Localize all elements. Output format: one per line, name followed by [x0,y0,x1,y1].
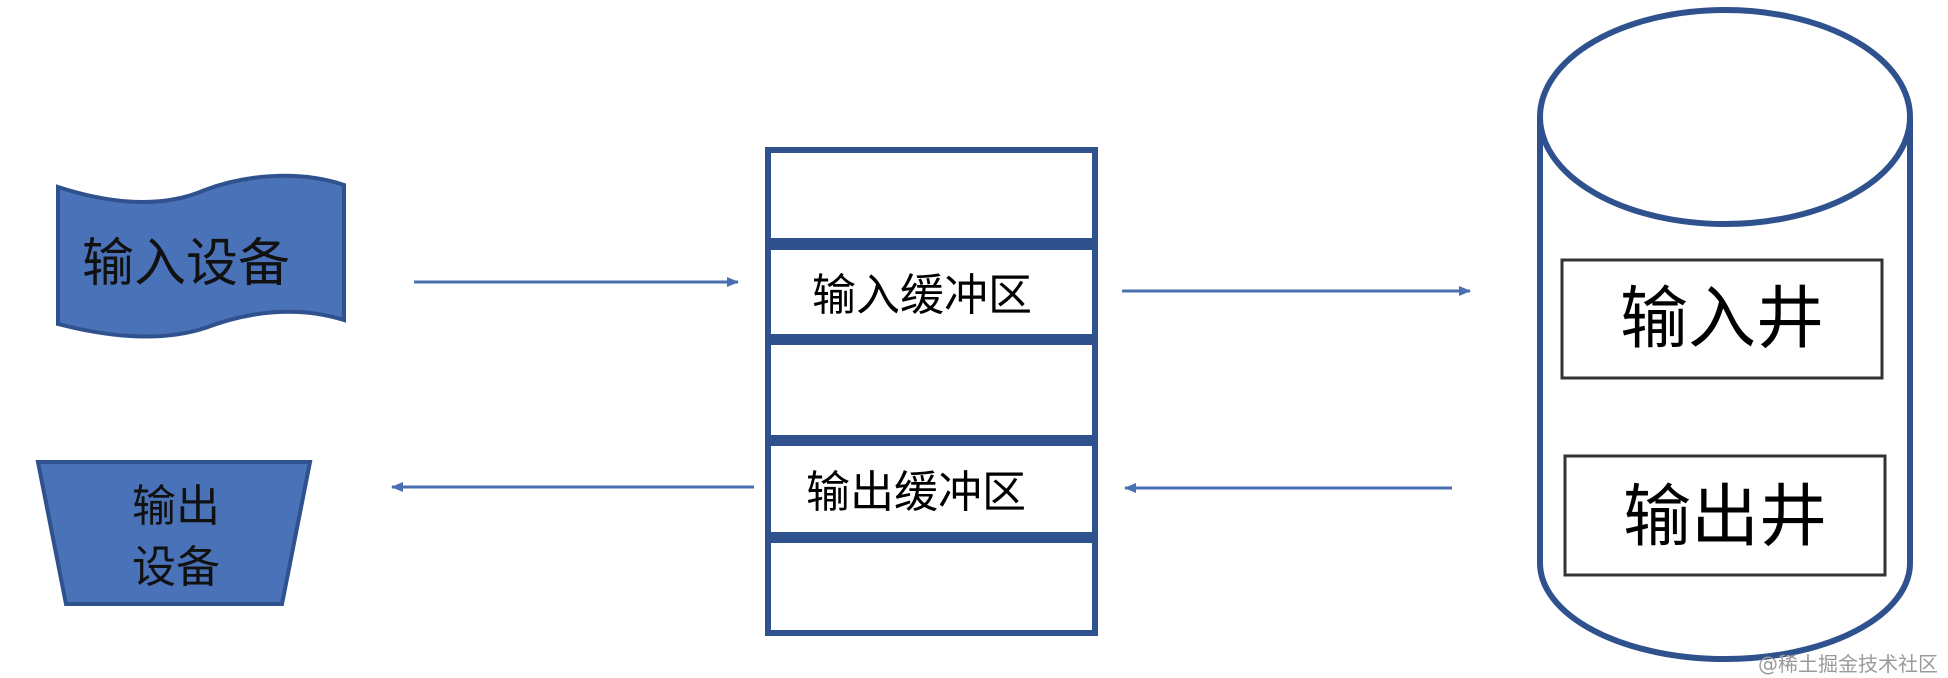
input-device-label: 输入设备 [82,234,290,294]
output-buffer-slot [765,440,1098,538]
output-device-shape [35,460,313,606]
disk-cylinder: 输入井 输出井 [1537,7,1913,662]
input-device: 输入设备 [56,173,346,339]
watermark: @稀土掘金技术社区 [1758,652,1938,676]
input-device-shape [56,173,346,339]
output-device: 输出 设备 [35,460,313,606]
input-well-label: 输入井 [1620,280,1824,359]
output-buffer-label: 输出缓冲区 [806,467,1026,518]
output-well-box [1563,454,1887,577]
output-well-label: 输出井 [1623,478,1827,557]
buffer-slot-5 [765,537,1098,636]
input-buffer-slot [765,244,1098,340]
buffer-slot-1 [765,147,1098,244]
input-buffer-label: 输入缓冲区 [812,270,1032,321]
output-device-label-line1: 输出 [132,481,220,532]
output-device-label-line2: 设备 [132,542,220,593]
input-well-box [1560,258,1884,380]
buffer-stack: 输入缓冲区 输出缓冲区 [765,147,1098,636]
buffer-slot-3 [765,339,1098,441]
cylinder-top [1537,7,1913,227]
